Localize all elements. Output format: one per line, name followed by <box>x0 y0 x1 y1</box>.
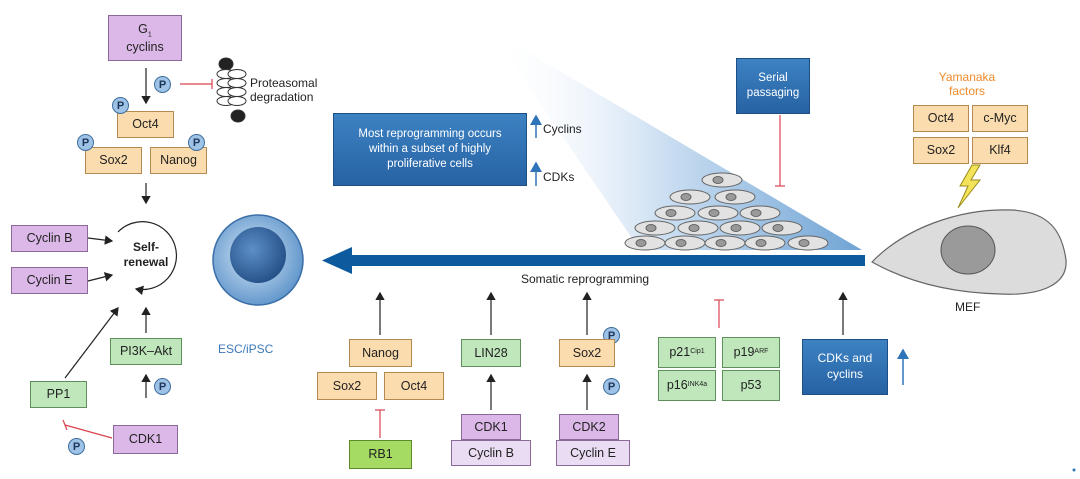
cdks-label: CDKs <box>543 170 575 184</box>
proliferative-cell-nucleus <box>680 193 692 201</box>
proteasome-icon <box>216 57 247 123</box>
proliferative-cell-nucleus <box>772 224 784 232</box>
klf4-yamanaka-box: Klf4 <box>972 137 1028 164</box>
cyclin-b-bottom-box: Cyclin B <box>451 440 531 466</box>
phospho-pp1-icon: P <box>68 438 85 455</box>
proliferative-cell-nucleus <box>725 193 737 201</box>
sox2-mid-box: Sox2 <box>559 339 615 367</box>
proliferative-cell-nucleus <box>675 239 687 247</box>
proliferative-cell-nucleus <box>755 239 767 247</box>
proliferative-cell-nucleus <box>798 239 810 247</box>
rb1-box: RB1 <box>349 440 412 469</box>
proliferative-cell-nucleus <box>645 224 657 232</box>
esc-ipsc-label: ESC/iPSC <box>218 342 274 356</box>
sox2-left-box: Sox2 <box>85 147 142 174</box>
g1-cyclins-line1: G1 <box>138 22 152 39</box>
nanog-bottom-box: Nanog <box>349 339 412 367</box>
mef-nucleus <box>940 225 996 275</box>
proliferative-cell-nucleus <box>688 224 700 232</box>
mef-label: MEF <box>955 300 981 314</box>
somatic-reprogramming-label: Somatic reprogramming <box>521 272 650 286</box>
cdk2-box: CDK2 <box>559 414 619 440</box>
sox2-bottom-box: Sox2 <box>317 372 377 400</box>
phospho-oct4-icon: P <box>112 97 129 114</box>
proliferative-cell-nucleus <box>712 176 724 184</box>
proliferative-cell-nucleus <box>715 239 727 247</box>
corner-dot <box>1072 468 1076 472</box>
self-renewal-cycle <box>117 221 178 296</box>
g1-cyclins-line2: cyclins <box>126 39 164 54</box>
cyclin-e-bottom-box: Cyclin E <box>556 440 630 466</box>
sox2-yamanaka-box: Sox2 <box>913 137 969 164</box>
self-renewal-label: Self- renewal <box>123 240 169 269</box>
proliferative-cell-nucleus <box>635 239 647 247</box>
g1-cyclins-box: G1 cyclins <box>108 15 182 61</box>
arrow-pp1-selfrenewal <box>64 307 119 379</box>
cell-cluster <box>624 172 829 251</box>
cyclin-e-left-box: Cyclin E <box>11 267 88 294</box>
proliferative-cell-nucleus <box>730 224 742 232</box>
lin28-box: LIN28 <box>461 339 521 367</box>
phospho-sox2-lower-icon: P <box>603 378 620 395</box>
somatic-reprogramming-arrowhead <box>322 247 352 274</box>
oct4-left-box: Oct4 <box>117 111 174 138</box>
pi3k-akt-box: PI3K–Akt <box>110 338 182 365</box>
proliferative-cell-nucleus <box>708 209 720 217</box>
phospho-sox2-icon: P <box>77 134 94 151</box>
somatic-reprogramming-arrow <box>345 255 865 266</box>
proliferative-cell-nucleus <box>750 209 762 217</box>
inhibit-pp1 <box>64 424 113 439</box>
most-reprogramming-box: Most reprogramming occurs within a subse… <box>333 113 527 186</box>
cdks-and-cyclins-box: CDKs and cyclins <box>802 339 888 395</box>
oct4-bottom-box: Oct4 <box>384 372 444 400</box>
proliferative-cell-nucleus <box>665 209 677 217</box>
proliferation-triangle <box>490 30 862 250</box>
phospho-pi3k-icon: P <box>154 378 171 395</box>
cdk1-left-box: CDK1 <box>113 425 178 454</box>
arrow-cyclinb-selfrenewal <box>87 235 114 245</box>
pp1-box: PP1 <box>30 381 87 408</box>
cdk1-bottom-box: CDK1 <box>461 414 521 440</box>
cyclins-label: Cyclins <box>543 122 582 136</box>
yamanaka-factors-label: Yamanaka factors <box>938 70 996 99</box>
oct4-yamanaka-box: Oct4 <box>913 105 969 132</box>
p53-box: p53 <box>722 370 780 401</box>
cmyc-yamanaka-box: c-Myc <box>972 105 1028 132</box>
arrow-cycline-selfrenewal <box>87 272 114 282</box>
nanog-left-box: Nanog <box>150 147 207 174</box>
phospho-g1-icon: P <box>154 76 171 93</box>
phospho-nanog-icon: P <box>188 134 205 151</box>
esc-nucleus <box>230 227 286 283</box>
serial-passaging-box: Serial passaging <box>736 58 810 114</box>
proteasomal-degradation-label: Proteasomal degradation <box>250 76 318 105</box>
lightning-icon <box>957 164 982 209</box>
cyclin-b-left-box: Cyclin B <box>11 225 88 252</box>
